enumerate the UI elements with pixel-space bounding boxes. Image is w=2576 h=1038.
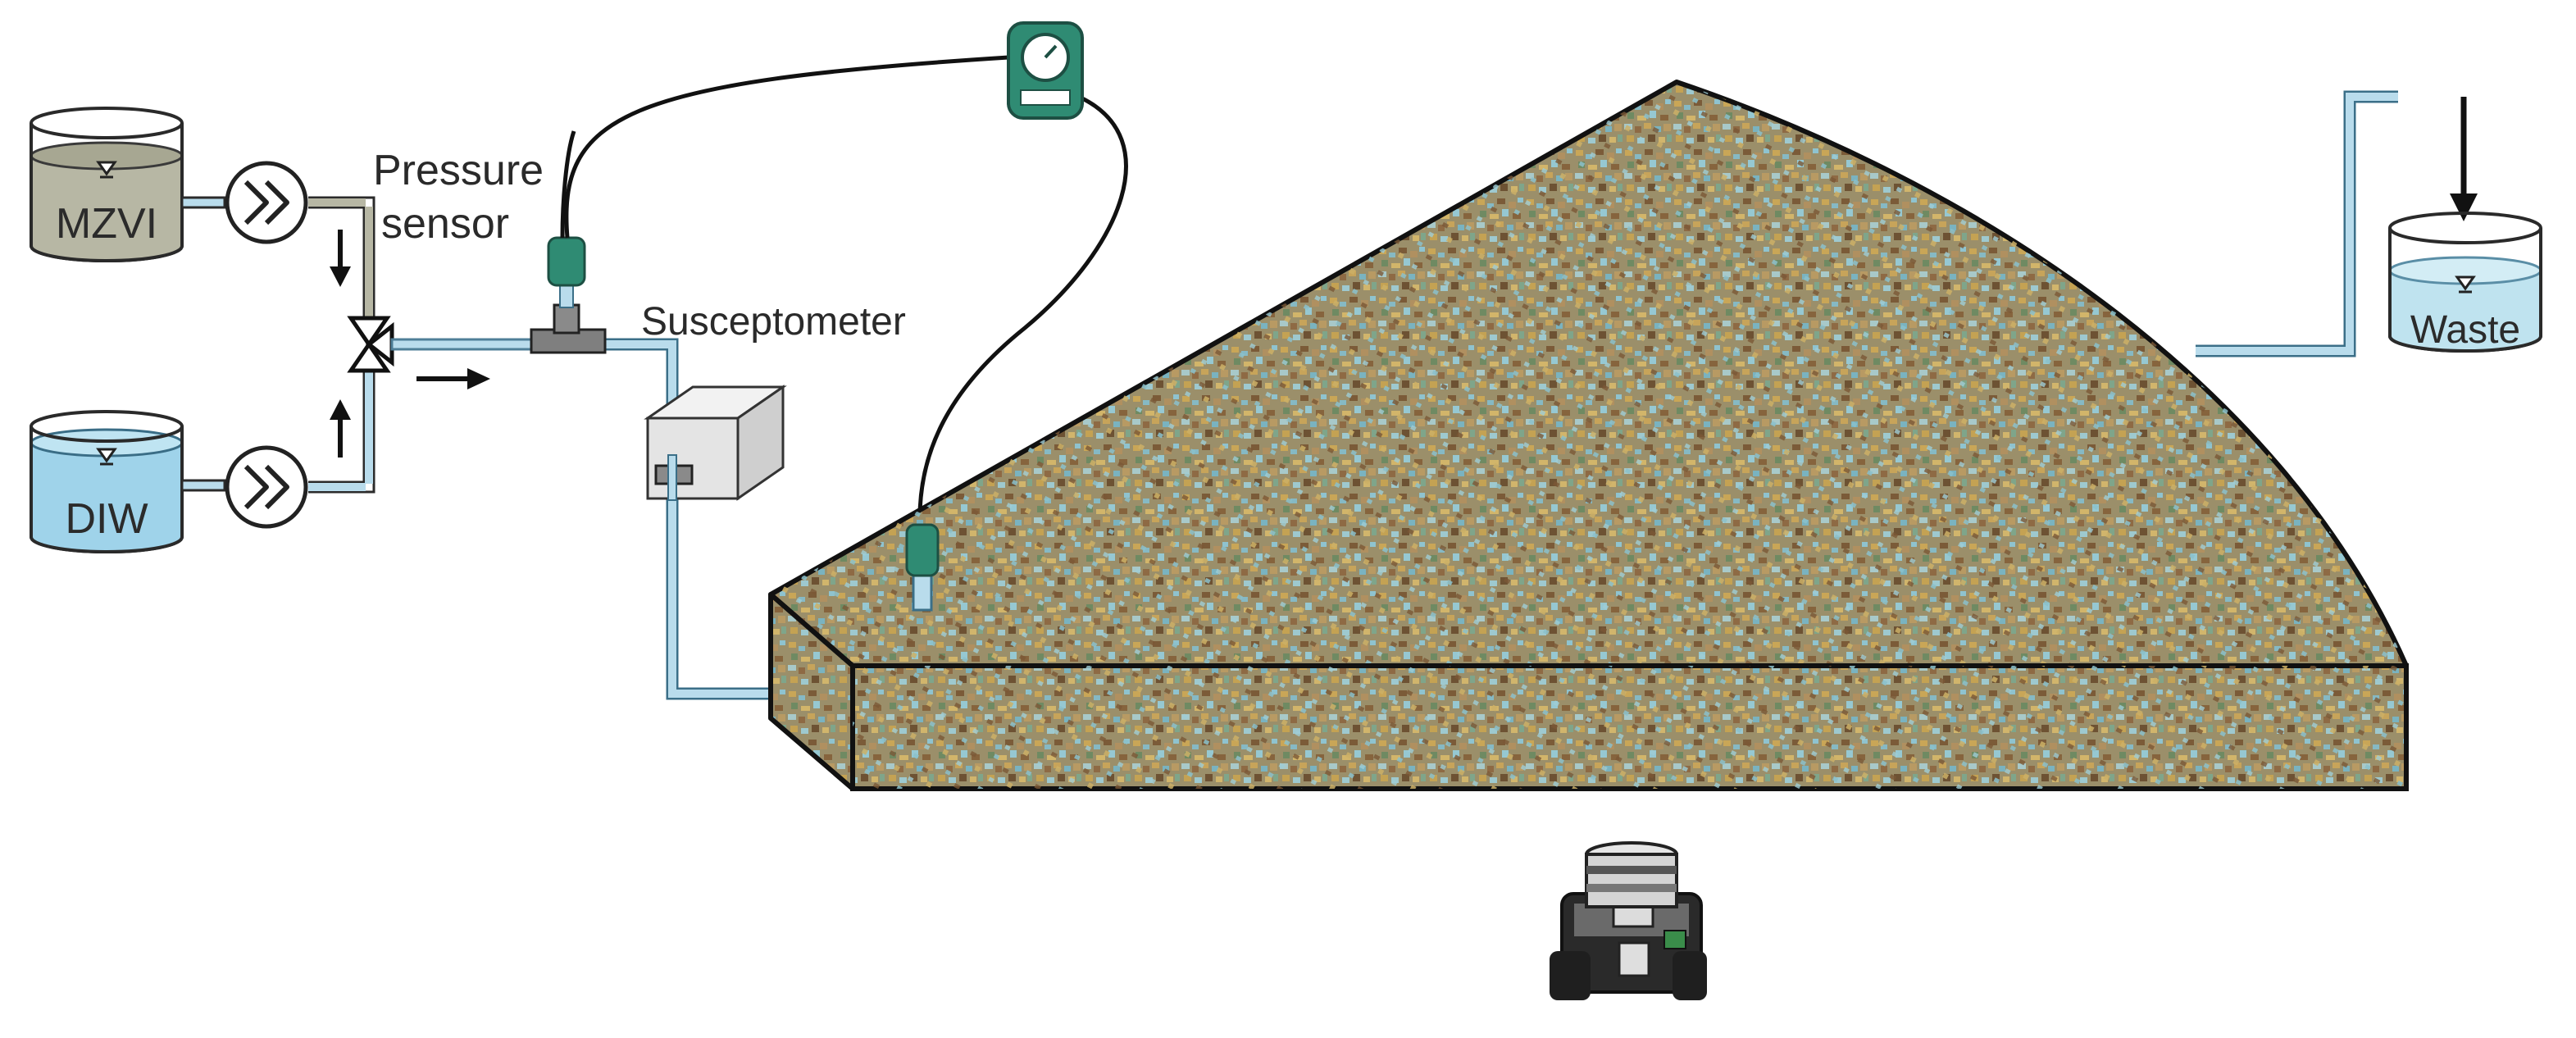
pressure-sensor-icon [547, 236, 586, 287]
pump-mzvi [225, 161, 308, 244]
pressure-sensor-icon [905, 523, 940, 577]
tubing-left [180, 196, 375, 494]
flow-arrow-right [416, 368, 490, 389]
pressure-sensor-label-line2: sensor [381, 200, 509, 248]
porous-media-bed [768, 80, 2409, 791]
water-level-marker-icon [96, 448, 117, 463]
tank-label-waste: Waste [2410, 308, 2520, 352]
mzvi-tank: MZVI [30, 107, 184, 262]
tank-label-mzvi: MZVI [56, 200, 157, 248]
pressure-sensor [530, 130, 607, 354]
pressure-gauge-icon [1007, 21, 1084, 120]
pump-icon [243, 464, 289, 510]
tank-label-diw: DIW [65, 495, 148, 543]
three-way-valve-icon [347, 316, 394, 373]
pressure-sensor-label-line1: Pressure [373, 147, 544, 194]
flow-arrow-down [2450, 97, 2478, 221]
bed-inlet-port [905, 523, 940, 612]
tubing-outlet [2196, 90, 2398, 357]
flow-arrow-down [330, 230, 351, 287]
flow-arrow-up [330, 399, 351, 458]
diw-tank: DIW [30, 410, 184, 553]
camera-icon [1550, 841, 1707, 1000]
susceptometer [644, 385, 787, 501]
water-level-marker-icon [2455, 275, 2476, 291]
water-level-marker-icon [96, 161, 117, 176]
pump-diw [225, 445, 308, 529]
waste-tank: Waste [2388, 212, 2542, 353]
susceptometer-label: Susceptometer [641, 300, 906, 344]
pump-icon [243, 180, 289, 225]
pressure-tubing [564, 55, 1128, 526]
tubing-main [390, 338, 787, 700]
